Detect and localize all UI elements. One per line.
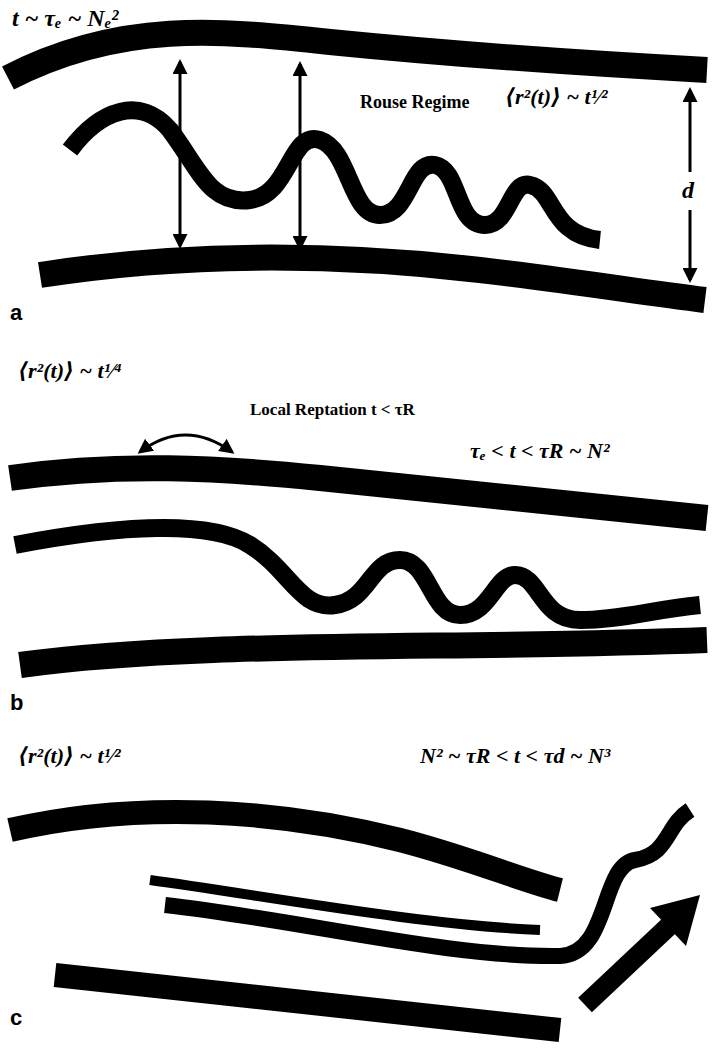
fluctuation-arrow [180,62,690,280]
scaling-formula: τₑ < t < τR ~ N² [470,438,610,464]
scaling-formula: N² ~ τR < t < τd ~ N³ [420,743,610,769]
panel-letter: a [10,300,22,326]
polymer-chain [165,810,690,956]
panel-letter: c [10,1005,22,1031]
polymer-chain [15,528,700,620]
tube-wall [8,33,707,300]
polymer-chain [70,110,600,240]
panel-letter: b [10,690,23,716]
tube-diameter: d [682,176,694,205]
regime-title: Rouse Regime [360,92,469,114]
scaling-formula: ⟨r²(t)⟩ ~ t¹⁄⁴ [18,358,122,384]
tube-wall [10,468,707,665]
regime-title: Local Reptation t < τR [250,400,415,420]
scaling-formula: t ~ τₑ ~ Nₑ² [12,4,118,33]
scaling-formula: ⟨r²(t)⟩ ~ t¹⁄² [505,84,608,110]
reptation-arrow [140,435,232,452]
escape-arrow [585,895,700,1005]
scaling-formula: ⟨r²(t)⟩ ~ t¹⁄² [18,743,121,769]
